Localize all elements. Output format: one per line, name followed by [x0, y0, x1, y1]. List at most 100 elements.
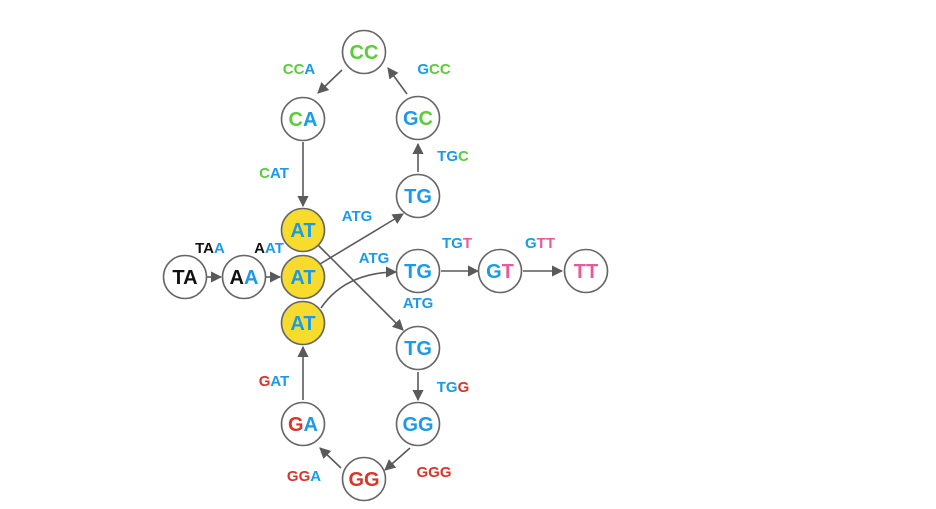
- text-segment: GG: [287, 468, 310, 485]
- text-segment: A: [304, 61, 315, 78]
- node-ta: TA: [162, 254, 208, 300]
- text-segment: G: [403, 108, 419, 130]
- text-segment: GGG: [416, 464, 451, 481]
- node-label: GG: [348, 469, 379, 491]
- text-segment: ATG: [342, 208, 373, 225]
- text-segment: A: [244, 267, 258, 289]
- text-segment: CC: [429, 61, 451, 78]
- node-label: GC: [403, 108, 433, 130]
- text-segment: GG: [348, 469, 379, 491]
- node-gg1: GG: [395, 401, 441, 447]
- text-segment: G: [525, 235, 537, 252]
- edge-at-tg3: [317, 244, 404, 331]
- edge-label-gat: GAT: [259, 373, 290, 390]
- node-label: TG: [404, 338, 432, 360]
- edge-gg1-gg2: [384, 447, 411, 471]
- text-segment: AT: [270, 165, 289, 182]
- node-tt: TT: [563, 248, 609, 294]
- edge-label-tgc: TGC: [437, 148, 469, 165]
- text-segment: T: [172, 267, 184, 289]
- text-segment: CC: [283, 61, 305, 78]
- node-circle: [477, 248, 523, 294]
- text-segment: AT: [270, 373, 289, 390]
- edge-label-tgg: TGG: [437, 379, 470, 396]
- node-circle: [395, 95, 441, 141]
- node-label: GA: [288, 414, 318, 436]
- node-label: CC: [350, 42, 379, 64]
- node-label: GT: [486, 261, 514, 283]
- text-segment: AT: [290, 313, 315, 335]
- text-segment: CC: [350, 42, 379, 64]
- edge-at-tg1: [319, 213, 404, 265]
- node-at2: AT: [280, 254, 326, 300]
- text-segment: A: [254, 240, 265, 257]
- text-segment: C: [259, 165, 270, 182]
- text-segment: TG: [442, 235, 463, 252]
- text-segment: G: [486, 261, 502, 283]
- edge-label-gga: GGA: [287, 468, 321, 485]
- node-circle: [341, 29, 387, 75]
- text-segment: TG: [404, 338, 432, 360]
- edge-label-atg2: ATG: [359, 250, 390, 267]
- edge-gg2-ga: [319, 447, 342, 469]
- node-circle: [280, 207, 326, 253]
- text-segment: GG: [402, 414, 433, 436]
- node-label: AT: [290, 220, 315, 242]
- edge-label-ggg: GGG: [416, 464, 451, 481]
- node-circle: [162, 254, 208, 300]
- edge-gc-cc: [387, 67, 408, 95]
- text-segment: AT: [290, 267, 315, 289]
- node-aa: AA: [221, 254, 267, 300]
- node-circle: [280, 96, 326, 142]
- node-circle: [280, 300, 326, 346]
- node-ga: GA: [280, 401, 326, 447]
- text-segment: TG: [404, 186, 432, 208]
- edge-label-tgt: TGT: [442, 235, 472, 252]
- node-at3: AT: [280, 300, 326, 346]
- node-label: TA: [172, 267, 197, 289]
- text-segment: C: [419, 108, 433, 130]
- node-circle: [563, 248, 609, 294]
- text-segment: A: [214, 240, 225, 257]
- text-segment: A: [230, 267, 244, 289]
- node-circle: [395, 325, 441, 371]
- node-tg3: TG: [395, 325, 441, 371]
- node-label: AT: [290, 313, 315, 335]
- text-segment: T: [502, 261, 514, 283]
- text-segment: G: [259, 373, 271, 390]
- edge-label-aat: AAT: [254, 240, 284, 257]
- node-circle: [280, 254, 326, 300]
- text-segment: TG: [437, 379, 458, 396]
- node-label: TT: [574, 261, 598, 283]
- text-segment: C: [458, 148, 469, 165]
- text-segment: ATG: [403, 295, 434, 312]
- text-segment: TT: [574, 261, 598, 283]
- edge-label-atg3: ATG: [403, 295, 434, 312]
- text-segment: G: [458, 379, 470, 396]
- node-label: GG: [402, 414, 433, 436]
- text-segment: T: [463, 235, 472, 252]
- edge-cc-ca: [317, 69, 343, 94]
- node-ca: CA: [280, 96, 326, 142]
- edge-label-atg1: ATG: [342, 208, 373, 225]
- node-label: AA: [230, 267, 259, 289]
- edge-label-cca: CCA: [283, 61, 316, 78]
- text-segment: TG: [437, 148, 458, 165]
- text-segment: A: [183, 267, 197, 289]
- node-tg1: TG: [395, 173, 441, 219]
- text-segment: C: [289, 109, 303, 131]
- edge-label-gcc: GCC: [417, 61, 451, 78]
- text-segment: A: [303, 109, 317, 131]
- edge-at-tg2: [320, 266, 398, 309]
- node-circle: [280, 401, 326, 447]
- edges: [207, 67, 564, 471]
- text-segment: ATG: [359, 250, 390, 267]
- edge-label-taa: TAA: [195, 240, 225, 257]
- node-circle: [395, 401, 441, 447]
- node-circle: [395, 173, 441, 219]
- node-label: AT: [290, 267, 315, 289]
- node-circle: [341, 456, 387, 502]
